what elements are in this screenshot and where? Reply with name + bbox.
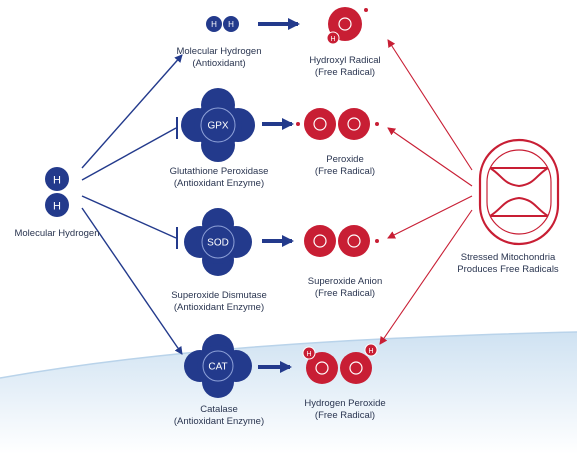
red-arrow-superoxide xyxy=(387,195,473,239)
hydrogen-connectors xyxy=(81,54,183,355)
unpaired-electron xyxy=(296,122,300,126)
mitochondria-outer-membrane xyxy=(478,138,560,246)
neutralize-arrows xyxy=(258,18,300,373)
radical-label-peroxide: Peroxide (Free Radical) xyxy=(290,154,400,178)
oxygen-atom xyxy=(328,7,362,41)
cat-enzyme: CAT xyxy=(184,334,252,398)
antioxidant-type: (Antioxidant) xyxy=(192,58,246,69)
unpaired-electron xyxy=(375,239,379,243)
sod-ring xyxy=(201,225,235,259)
cat-label: CAT xyxy=(208,362,227,373)
oxygen-ring xyxy=(349,361,363,375)
background-wave-edge xyxy=(0,331,577,379)
radical-label-h2o2: Hydrogen Peroxide (Free Radical) xyxy=(284,398,406,422)
sod-label: SOD xyxy=(207,238,229,249)
antioxidant-name: Superoxide Dismutase xyxy=(171,290,267,301)
mitochondria-inner-membrane xyxy=(486,149,552,235)
hydrogen-atom xyxy=(45,167,69,191)
oxygen-atom xyxy=(338,225,370,257)
radical-name: Hydroxyl Radical xyxy=(309,55,381,66)
oxygen-atom xyxy=(340,352,372,384)
hydrogen-peroxide-molecule: H H xyxy=(302,343,378,384)
gpx-ring xyxy=(200,107,236,143)
radical-label-hydroxyl: Hydroxyl Radical (Free Radical) xyxy=(290,55,400,79)
mitochondria-cristae xyxy=(489,167,549,217)
oxygen-atom xyxy=(304,108,336,140)
stressed-mitochondria xyxy=(478,138,560,246)
superoxide-anion-molecule xyxy=(304,225,379,257)
oxygen-atom xyxy=(338,108,370,140)
oxygen-atom xyxy=(306,352,338,384)
mitochondria-label-line2: Produces Free Radicals xyxy=(457,264,559,275)
hydrogen-atom xyxy=(223,16,239,32)
background-wave xyxy=(0,332,577,454)
radical-type: (Free Radical) xyxy=(314,166,376,177)
peroxide-molecule xyxy=(296,108,379,140)
oxygen-ring xyxy=(315,361,329,375)
hydrogen-antioxidant-molecule: H H xyxy=(206,16,239,32)
antioxidant-name: Catalase xyxy=(200,404,238,415)
radical-name: Peroxide xyxy=(326,154,364,165)
oxygen-atom xyxy=(304,225,336,257)
radical-type: (Free Radical) xyxy=(314,67,376,78)
mitochondria-label-line1: Stressed Mitochondria xyxy=(460,252,556,263)
unpaired-electron xyxy=(364,8,368,12)
molecular-hydrogen-name: Molecular Hydrogen xyxy=(14,228,100,239)
antioxidant-name: Glutathione Peroxidase xyxy=(169,166,269,177)
antioxidant-label-hydrogen: Molecular Hydrogen (Antioxidant) xyxy=(152,46,286,70)
hydrogen-atom-label: H xyxy=(306,351,311,358)
oxygen-ring xyxy=(347,117,361,131)
unpaired-electron xyxy=(375,122,379,126)
mitochondria-connectors xyxy=(379,39,473,345)
mitochondria-label: Stressed Mitochondria Produces Free Radi… xyxy=(440,252,576,276)
hydrogen-atom-label: H xyxy=(228,20,234,29)
antioxidant-type: (Antioxidant Enzyme) xyxy=(173,416,265,427)
connector-to-hydrogen xyxy=(81,54,183,169)
red-arrow-h2o2 xyxy=(379,209,473,345)
molecular-hydrogen-molecule: H H xyxy=(45,167,69,217)
oxygen-ring xyxy=(338,17,352,31)
connector-to-sod xyxy=(81,195,177,239)
antioxidant-type: (Antioxidant Enzyme) xyxy=(173,178,265,189)
hydrogen-atom xyxy=(206,16,222,32)
antioxidant-name: Molecular Hydrogen xyxy=(176,46,262,57)
oxygen-ring xyxy=(313,117,327,131)
antioxidant-label-sod: Superoxide Dismutase (Antioxidant Enzyme… xyxy=(146,290,292,314)
oxygen-ring xyxy=(347,234,361,248)
red-arrow-peroxide xyxy=(387,127,473,187)
radical-label-superoxide: Superoxide Anion (Free Radical) xyxy=(290,276,400,300)
red-arrow-hydroxyl xyxy=(387,39,473,171)
molecular-hydrogen-label: Molecular Hydrogen xyxy=(2,228,112,240)
gpx-enzyme: GPX xyxy=(181,88,255,162)
cat-ring xyxy=(202,350,234,382)
hydrogen-atom xyxy=(326,31,340,45)
hydrogen-atom xyxy=(364,343,378,357)
hydrogen-atom-label: H xyxy=(368,348,373,355)
hydrogen-atom xyxy=(302,346,316,360)
hydroxyl-radical-molecule: H xyxy=(326,7,368,45)
radical-name: Hydrogen Peroxide xyxy=(304,398,386,409)
hydrogen-atom-label: H xyxy=(53,201,61,213)
radical-name: Superoxide Anion xyxy=(307,276,383,287)
antioxidant-label-cat: Catalase (Antioxidant Enzyme) xyxy=(146,404,292,428)
oxygen-ring xyxy=(313,234,327,248)
radical-type: (Free Radical) xyxy=(314,410,376,421)
antioxidant-label-gpx: Glutathione Peroxidase (Antioxidant Enzy… xyxy=(146,166,292,190)
hydrogen-atom-label: H xyxy=(211,20,217,29)
gpx-label: GPX xyxy=(207,121,228,132)
connector-to-cat xyxy=(81,207,183,355)
hydrogen-atom xyxy=(45,193,69,217)
connector-to-gpx xyxy=(81,127,177,181)
radical-type: (Free Radical) xyxy=(314,288,376,299)
hydrogen-atom-label: H xyxy=(53,175,61,187)
antioxidant-type: (Antioxidant Enzyme) xyxy=(173,302,265,313)
hydrogen-atom-label: H xyxy=(330,36,335,43)
sod-enzyme: SOD xyxy=(184,208,252,276)
